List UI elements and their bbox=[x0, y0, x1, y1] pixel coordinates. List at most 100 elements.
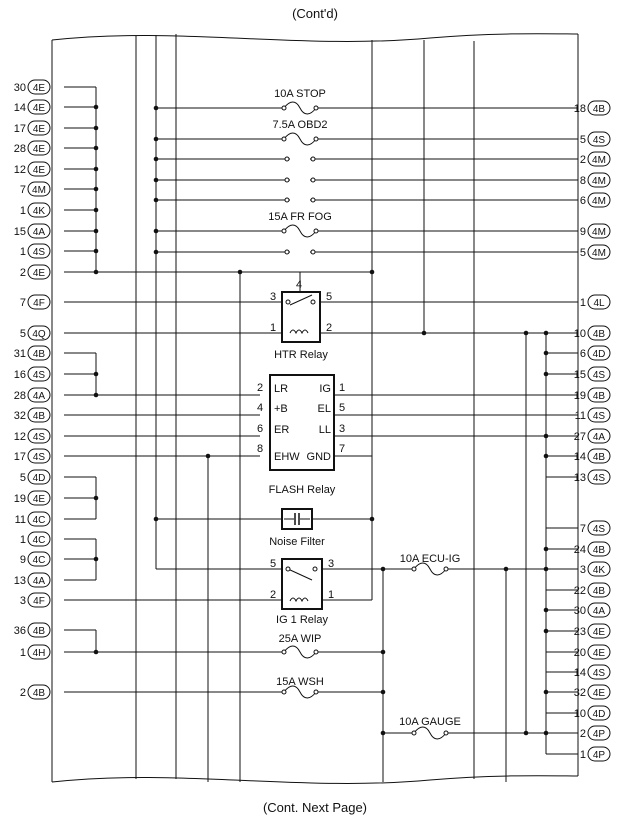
fuse-fr-fog: 15A FR FOG bbox=[268, 211, 332, 238]
open-contacts bbox=[284, 156, 316, 255]
htr-pin: 2 bbox=[326, 322, 332, 334]
connector-code: 4C bbox=[33, 515, 46, 526]
connector-pill bbox=[27, 469, 51, 485]
connector-pill bbox=[587, 541, 611, 557]
fuse-label: 15A FR FOG bbox=[268, 211, 332, 223]
connector-pin: 6 bbox=[580, 195, 586, 207]
connector-pill bbox=[27, 511, 51, 527]
connector-code: 4B bbox=[593, 452, 606, 463]
connector-code: 4E bbox=[33, 83, 46, 94]
connector-pin: 12 bbox=[14, 431, 26, 443]
connector-pin: 2 bbox=[20, 687, 26, 699]
connector-code: 4B bbox=[33, 688, 46, 699]
connector-pin: 17 bbox=[14, 123, 26, 135]
flash-pin-label: IG bbox=[319, 383, 331, 395]
connector-code: 4M bbox=[592, 248, 606, 259]
connector-code: 4E bbox=[33, 268, 46, 279]
connector-pill bbox=[587, 705, 611, 721]
connector-code: 4B bbox=[33, 411, 46, 422]
connector-pin: 13 bbox=[574, 472, 586, 484]
connector-code: 4S bbox=[33, 432, 46, 443]
connector-pill bbox=[27, 243, 51, 259]
connector-pill bbox=[27, 202, 51, 218]
ig1-pin: 2 bbox=[270, 589, 276, 601]
connector-pill bbox=[27, 325, 51, 341]
frame-bottom bbox=[51, 775, 579, 784]
connector-pin: 1 bbox=[580, 297, 586, 309]
fuse-label: 15A WSH bbox=[276, 676, 324, 688]
connector-pin: 11 bbox=[575, 410, 586, 422]
flash-pin-num: 8 bbox=[257, 443, 263, 455]
connector-pin: 2 bbox=[20, 267, 26, 279]
connector-pin: 3 bbox=[580, 564, 586, 576]
connector-pin: 14 bbox=[14, 102, 26, 114]
connector-pin: 36 bbox=[14, 625, 26, 637]
connector-pin: 5 bbox=[580, 134, 586, 146]
htr-relay: 4 3 5 1 2 HTR Relay bbox=[270, 279, 332, 361]
connector-pin: 8 bbox=[580, 175, 586, 187]
connector-code: 4D bbox=[33, 473, 46, 484]
connector-pill bbox=[27, 448, 51, 464]
fuse-label: 10A GAUGE bbox=[399, 716, 461, 728]
connector-code: 4S bbox=[593, 411, 606, 422]
ig1-pin: 3 bbox=[328, 558, 334, 570]
connector-pill bbox=[587, 172, 611, 188]
connector-pin: 2 bbox=[580, 728, 586, 740]
connector-code: 4P bbox=[593, 750, 606, 761]
connector-code: 4E bbox=[33, 494, 46, 505]
connector-pin: 14 bbox=[574, 451, 586, 463]
fuse-wip: 25A WIP bbox=[279, 633, 322, 659]
connector-pill bbox=[27, 294, 51, 310]
connector-pin: 7 bbox=[20, 297, 26, 309]
fuse-label: 7.5A OBD2 bbox=[272, 119, 327, 131]
connector-pill bbox=[27, 684, 51, 700]
connector-pill bbox=[587, 520, 611, 536]
connector-pill bbox=[587, 582, 611, 598]
connector-code: 4S bbox=[33, 370, 46, 381]
connector-code: 4B bbox=[593, 104, 606, 115]
connector-code: 4S bbox=[33, 452, 46, 463]
connector-pin: 30 bbox=[574, 605, 586, 617]
connector-code: 4S bbox=[593, 524, 606, 535]
connector-pill bbox=[587, 294, 611, 310]
connector-pill bbox=[587, 664, 611, 680]
junction-dots bbox=[93, 104, 549, 736]
connector-pill bbox=[27, 387, 51, 403]
connector-pill bbox=[587, 387, 611, 403]
connector-pill bbox=[27, 120, 51, 136]
connector-pin: 19 bbox=[574, 390, 586, 402]
connector-pin: 10 bbox=[574, 708, 586, 720]
connector-left: 2 4E bbox=[20, 264, 51, 280]
connector-pill bbox=[587, 448, 611, 464]
page-header: (Cont'd) bbox=[292, 6, 338, 21]
connector-code: 4M bbox=[592, 155, 606, 166]
connector-pin: 18 bbox=[574, 103, 586, 115]
fuse-label: 25A WIP bbox=[279, 633, 322, 645]
connector-pill bbox=[587, 244, 611, 260]
connector-pin: 1 bbox=[20, 246, 26, 258]
connector-pill bbox=[587, 223, 611, 239]
connector-code: 4E bbox=[33, 103, 46, 114]
connector-pin: 10 bbox=[574, 328, 586, 340]
connector-pin: 13 bbox=[14, 575, 26, 587]
page-footer: (Cont. Next Page) bbox=[262, 800, 368, 815]
connector-pill bbox=[27, 407, 51, 423]
connector-code: 4A bbox=[33, 227, 46, 238]
connector-code: 4A bbox=[593, 606, 606, 617]
connector-left: 12 4S bbox=[14, 428, 51, 444]
connector-left: 14 4E bbox=[14, 99, 51, 115]
fuse-ecu-ig: 10A ECU-IG bbox=[400, 553, 460, 576]
connector-pill bbox=[587, 192, 611, 208]
